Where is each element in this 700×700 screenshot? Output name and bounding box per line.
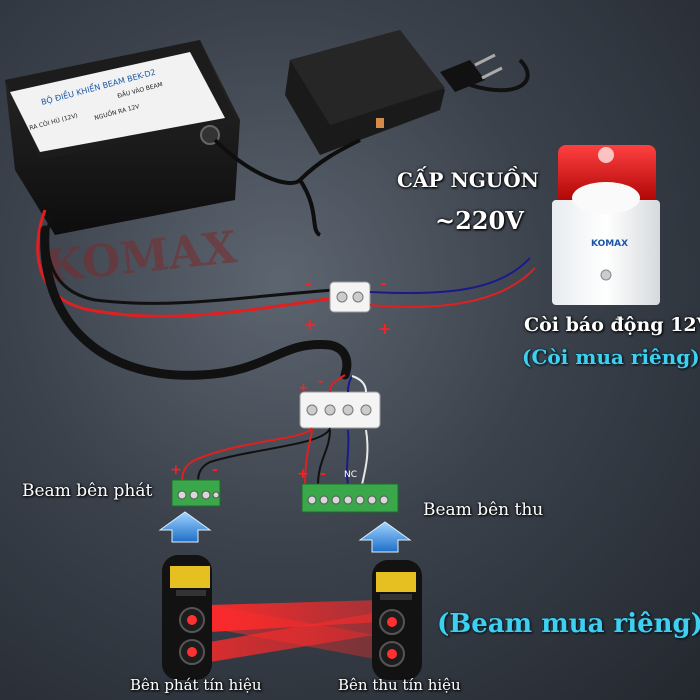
beam-transmitter [162, 555, 212, 680]
beam-note: (Beam mua riêng) [437, 609, 700, 639]
power-label: CẤP NGUỒN [397, 168, 539, 192]
siren: KOMAX [552, 145, 660, 305]
siren-terminal-block [330, 282, 370, 312]
power-adapter [285, 30, 528, 155]
siren-terminal-plus-right: + [378, 319, 391, 338]
siren-label: Còi báo động 12V [524, 314, 700, 336]
voltage-label: ~220V [435, 206, 524, 235]
beam-tx-label: Beam bên phát [22, 481, 152, 501]
infrared-beams [210, 600, 380, 662]
siren-terminal-minus-right: - [380, 273, 387, 292]
tx-caption: Bên phát tín hiệu [130, 676, 262, 694]
beam-terminal-block [300, 392, 380, 428]
siren-brand: KOMAX [591, 239, 628, 249]
siren-terminal-plus-left: + [303, 315, 316, 334]
controller-box: BỘ ĐIỀU KHIỂN BEAM BEK-D2 ĐẦU VÀO BEAM R… [5, 40, 240, 235]
siren-terminal-minus-left: - [305, 273, 312, 292]
siren-note: (Còi mua riêng) [522, 345, 700, 369]
beam-terminal-plus: + [298, 381, 309, 396]
beam-terminal-minus: - [318, 374, 323, 389]
rx-up-arrow [360, 522, 410, 552]
beam-receiver [372, 560, 422, 680]
tx-terminal-minus: - [212, 462, 218, 478]
beam-rx-label: Beam bên thu [423, 500, 543, 520]
tx-up-arrow [160, 512, 210, 542]
watermark: KOMAX [43, 222, 241, 293]
tx-terminal-connector [172, 480, 220, 506]
rx-caption: Bên thu tín hiệu [338, 676, 461, 694]
tx-terminal-plus: + [170, 462, 182, 478]
rx-terminal-connector [302, 484, 398, 512]
nc-label: NC [344, 470, 357, 480]
rx-terminal-minus: - [320, 466, 326, 482]
rx-terminal-plus: + [297, 466, 309, 482]
